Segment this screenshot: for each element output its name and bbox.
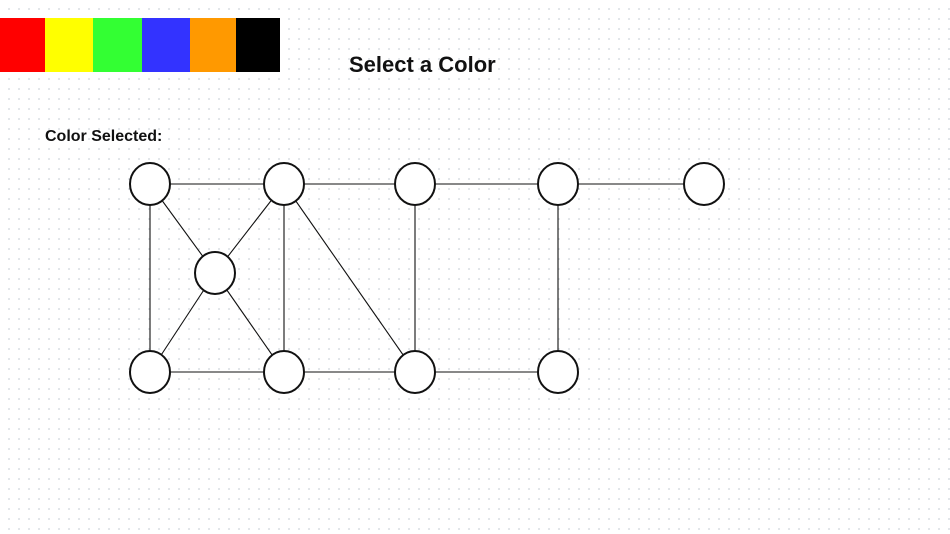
color-swatch-black[interactable]	[236, 18, 280, 72]
graph-node-5[interactable]	[194, 251, 236, 295]
graph-node-9[interactable]	[537, 350, 579, 394]
graph-node-4[interactable]	[683, 162, 725, 206]
graph-node-8[interactable]	[394, 350, 436, 394]
page-title: Select a Color	[349, 52, 496, 77]
graph-node-1[interactable]	[263, 162, 305, 206]
color-selected-label: Color Selected:	[45, 128, 163, 145]
graph-node-3[interactable]	[537, 162, 579, 206]
color-swatch-green[interactable]	[93, 18, 142, 72]
color-swatch-yellow[interactable]	[45, 18, 93, 72]
graph-node-0[interactable]	[129, 162, 171, 206]
graph-nodes	[129, 162, 725, 394]
color-swatch-orange[interactable]	[190, 18, 236, 72]
graph-node-6[interactable]	[129, 350, 171, 394]
color-swatch-blue[interactable]	[142, 18, 190, 72]
color-palette	[0, 18, 280, 72]
graph-edge-1-8	[283, 183, 416, 373]
color-swatch-red[interactable]	[0, 18, 45, 72]
graph-node-2[interactable]	[394, 162, 436, 206]
graph-node-7[interactable]	[263, 350, 305, 394]
